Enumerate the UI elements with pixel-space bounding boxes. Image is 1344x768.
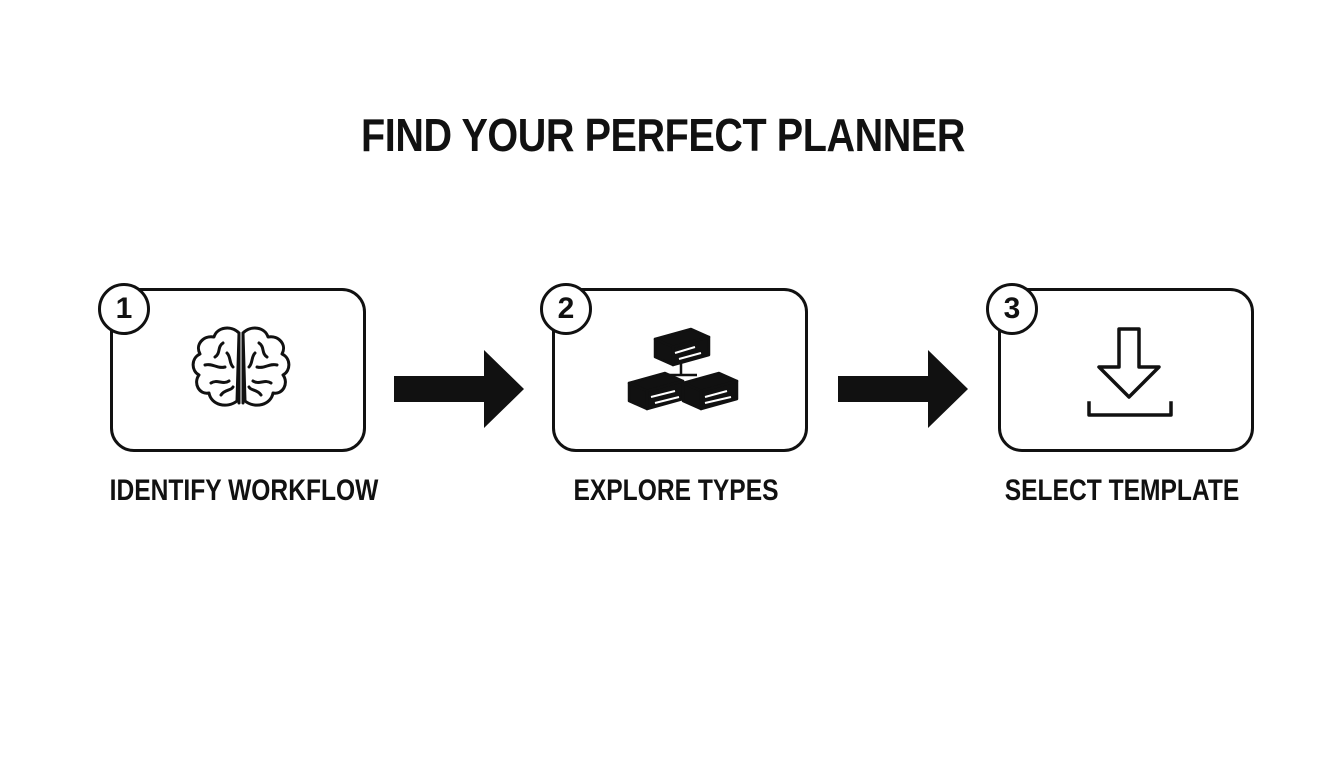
download-icon — [1087, 327, 1173, 417]
step-2-number-badge: 2 — [540, 283, 592, 335]
step-2-label: EXPLORE TYPES — [573, 474, 779, 507]
step-3-number-badge: 3 — [986, 283, 1038, 335]
arrow-right-icon — [838, 350, 968, 428]
step-1-number-badge: 1 — [98, 283, 150, 335]
diagram-title: FIND YOUR PERFECT PLANNER — [361, 109, 965, 161]
step-1-label: IDENTIFY WORKFLOW — [109, 474, 379, 507]
step-1-card — [110, 288, 366, 452]
step-2-card — [552, 288, 808, 452]
hierarchy-blocks-icon — [627, 327, 739, 411]
step-3-card — [998, 288, 1254, 452]
arrow-right-icon — [394, 350, 524, 428]
brain-icon — [191, 326, 291, 407]
step-3-label: SELECT TEMPLATE — [1004, 474, 1240, 507]
